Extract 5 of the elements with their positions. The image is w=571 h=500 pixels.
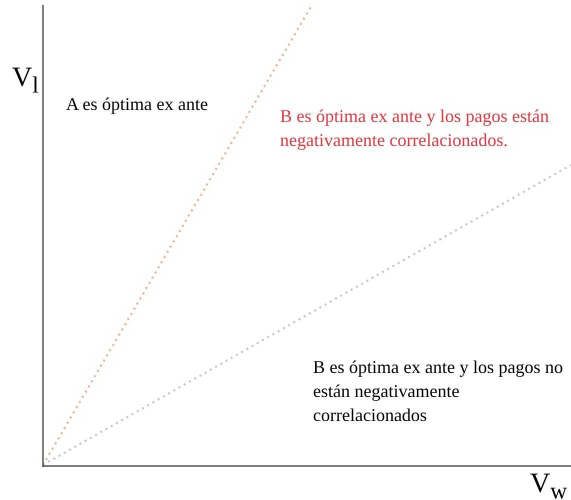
axis-label: V$_{l}$ — [12, 62, 40, 101]
axis-label: V$_{w}$ — [530, 468, 568, 500]
region-label: B es óptima ex ante y los pagos están negativamente correlacionados. — [280, 105, 550, 152]
region-label: B es óptima ex ante y los pagos no están negativamente correlacionados — [313, 356, 564, 427]
region-label: A es óptima ex ante — [66, 93, 209, 116]
